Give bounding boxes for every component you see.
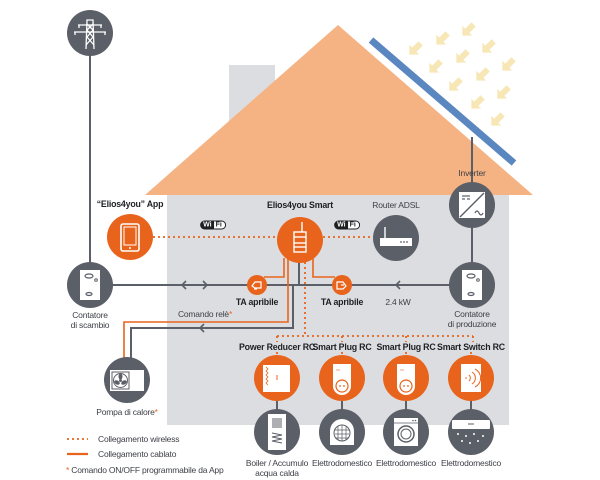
heat-pump-text: Pompa di calore (96, 407, 155, 417)
inverter-icon (459, 192, 485, 218)
appliance-label: Elettrodomestico (375, 458, 437, 468)
elios-to-ta-right-wire (312, 258, 335, 278)
legend-footnote: * Comando ON/OFF programmabile da App (66, 465, 224, 475)
washing-machine-icon (394, 418, 418, 446)
device-power-reducer[interactable] (254, 355, 300, 401)
wifi-icon-fi: Fi (213, 220, 226, 230)
power-flow-label: 2.4 kW (385, 297, 411, 307)
fan-icon (110, 370, 144, 391)
sun-ray-arrow-icon (456, 49, 470, 63)
device-label: Smart Switch RC (437, 342, 505, 352)
elios-to-ta-left-wire (264, 258, 285, 278)
asterisk: * (154, 407, 158, 417)
current-transformer-icon (336, 281, 347, 290)
device-smart-switch[interactable] (448, 355, 494, 401)
meter-icon (80, 270, 100, 300)
sun-ray-arrow-icon (409, 41, 423, 55)
appliance-boiler[interactable] (254, 409, 300, 455)
sun-ray-arrow-icon (491, 112, 505, 126)
legend-wired-label: Collegamento cablato (98, 449, 177, 459)
smartphone-icon (120, 223, 140, 252)
wifi-icon: Wi (334, 220, 348, 230)
appliance-label-2: acqua calda (255, 468, 299, 478)
meter-exchange-node[interactable] (67, 262, 113, 308)
appliance-label: Boiler / Accumulo (245, 458, 309, 468)
arrow-left-icon (394, 280, 401, 290)
sun-ray-arrow-icon (462, 22, 476, 36)
asterisk: * (66, 465, 70, 475)
footnote-text: Comando ON/OFF programmabile da App (71, 465, 224, 475)
sun-ray-arrow-icon (502, 57, 516, 71)
relay-command-text: Comando relè (177, 309, 229, 319)
power-pylon-icon (74, 19, 106, 50)
solar-panel (368, 37, 517, 166)
sun-ray-arrow-icon (476, 67, 490, 81)
router-label: Router ADSL (372, 200, 420, 210)
relay-command-wire (123, 258, 289, 358)
smart-plug-icon (333, 364, 351, 395)
ta-right-node[interactable] (332, 275, 352, 295)
current-transformer-icon (251, 281, 262, 290)
app-label: “Elios4you” App (96, 199, 164, 209)
elios-device-icon (293, 222, 307, 253)
device-smart-plug-1[interactable] (319, 355, 365, 401)
appliance-washing-machine[interactable] (383, 409, 429, 455)
device-label: Power Reducer RC (239, 342, 315, 352)
meter-production-label-2: di produzione (447, 319, 497, 329)
smart-switch-icon (461, 364, 482, 392)
relay-command-label: Comando relè* (178, 309, 232, 319)
inverter-node[interactable] (449, 182, 495, 228)
sun-ray-arrow-icon (436, 31, 450, 45)
arrow-left-icon (180, 280, 187, 290)
boiler-icon (268, 414, 286, 450)
device-label: Smart Plug RC (312, 342, 372, 352)
wifi-icon: Wi (200, 220, 214, 230)
meter-production-label-1: Contatore (454, 309, 490, 319)
inverter-label: Inverter (458, 168, 486, 178)
grid-node[interactable] (67, 10, 113, 56)
air-conditioner-icon (452, 420, 490, 444)
appliance-label: Elettrodomestico (311, 458, 373, 468)
asterisk: * (228, 309, 233, 319)
wifi-icon-fi: Fi (347, 220, 360, 230)
ta-left-node[interactable] (247, 275, 267, 295)
legend-wireless-label: Collegamento wireless (98, 434, 180, 444)
appliance-air-conditioner[interactable] (448, 409, 494, 455)
sun-ray-arrow-icon (497, 85, 511, 99)
router-icon (380, 227, 412, 246)
sun-ray-arrow-icon (482, 39, 496, 53)
smart-plug-icon (397, 364, 415, 395)
device-label: Smart Plug RC (376, 342, 436, 352)
meter-exchange-label-2: di scambio (70, 320, 110, 330)
sun-ray-arrow-icon (449, 77, 463, 91)
sunlight-rays (409, 22, 516, 126)
appliance-fan-heater[interactable] (319, 409, 365, 455)
elios-smart-label: Elios4you Smart (267, 200, 333, 210)
roof (145, 25, 533, 195)
heat-pump-label: Pompa di calore* (96, 407, 158, 417)
sun-ray-arrow-icon (429, 59, 443, 73)
meter-exchange-label-1: Contatore (72, 310, 108, 320)
arrow-right-icon (202, 280, 209, 290)
power-reducer-icon (263, 365, 290, 392)
router-node[interactable] (373, 215, 419, 261)
fan-heater-icon (330, 419, 354, 445)
ta-left-label: TA apribile (235, 297, 279, 307)
arrow-left-icon (198, 323, 205, 333)
meter-icon (462, 270, 482, 300)
ta-right-label: TA apribile (320, 297, 364, 307)
meter-production-node[interactable] (449, 262, 495, 308)
device-smart-plug-2[interactable] (383, 355, 429, 401)
sun-ray-arrow-icon (471, 95, 485, 109)
heatpump-power-line (130, 285, 294, 360)
heat-pump-node[interactable] (104, 357, 150, 403)
elios-smart-node[interactable] (277, 217, 323, 263)
app-node[interactable] (107, 214, 153, 260)
appliance-label: Elettrodomestico (440, 458, 502, 468)
